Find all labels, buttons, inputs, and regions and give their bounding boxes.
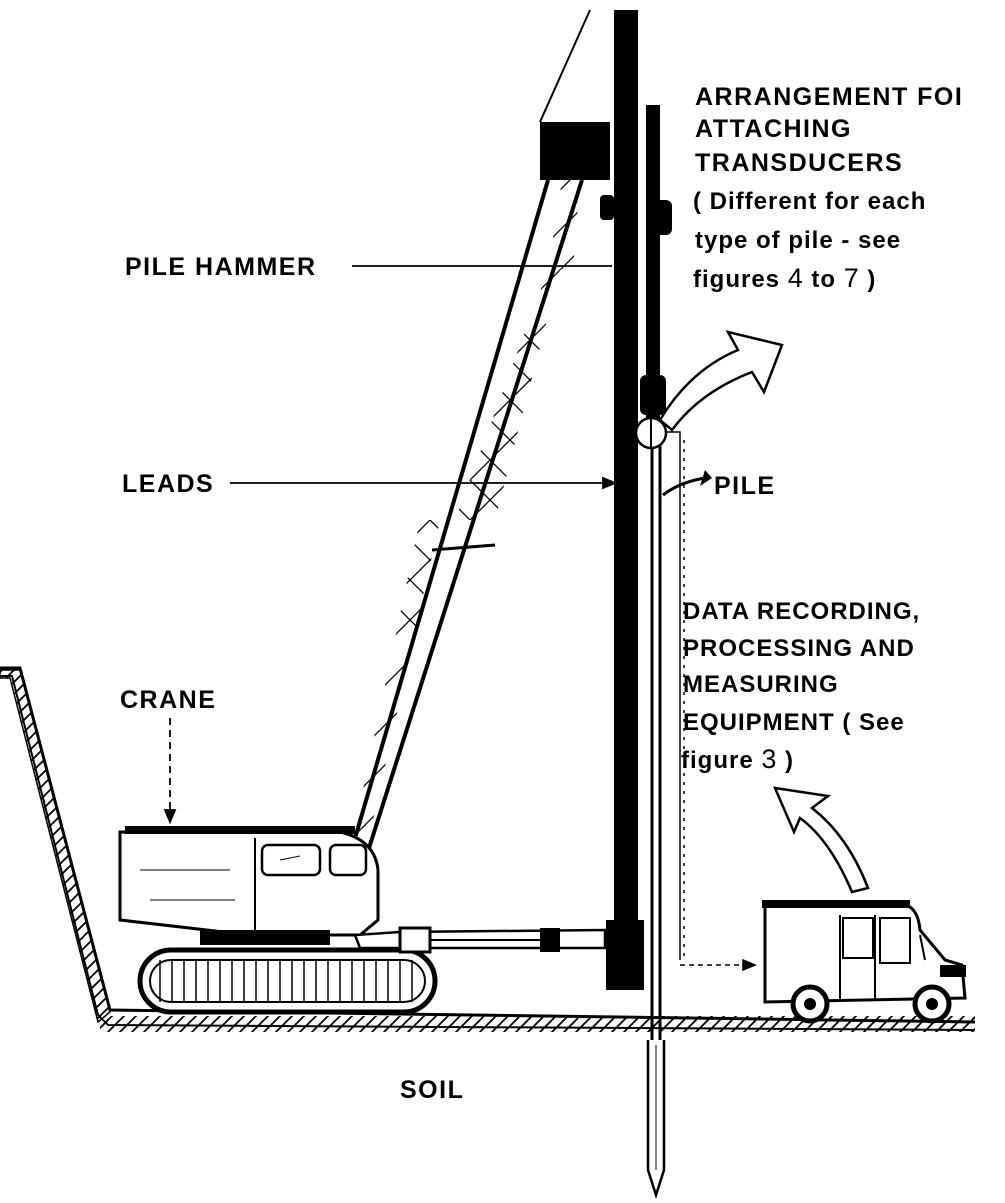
equipment-line-2: PROCESSING AND bbox=[683, 635, 915, 662]
crane-label: CRANE bbox=[120, 686, 217, 714]
arrangement-figure-to: 7 bbox=[843, 263, 860, 293]
equipment-figure-number: 3 bbox=[761, 744, 778, 774]
equipment-line-1: DATA RECORDING, bbox=[683, 598, 921, 625]
arrangement-figure-from: 4 bbox=[787, 263, 804, 293]
leads-mast bbox=[600, 10, 672, 990]
ground bbox=[0, 666, 976, 1032]
arrangement-line-1: ARRANGEMENT FOI bbox=[695, 83, 964, 111]
pile-hammer-label: PILE HAMMER bbox=[125, 253, 317, 281]
arrangement-line-4: ( Different for each bbox=[693, 188, 927, 215]
hammer-head bbox=[540, 122, 610, 180]
crane bbox=[118, 826, 607, 1015]
arrangement-line-6: figures 4 to 7 ) bbox=[693, 265, 876, 292]
equipment-line-4: EQUIPMENT ( See bbox=[683, 709, 905, 736]
leader-lines bbox=[163, 265, 618, 825]
soil-label: SOIL bbox=[400, 1076, 465, 1104]
equipment-line-5-a: figure bbox=[681, 747, 762, 774]
arrangement-line-6-c: ) bbox=[859, 266, 877, 293]
arrangement-line-3: TRANSDUCERS bbox=[695, 149, 904, 177]
equipment-line-5: figure 3 ) bbox=[681, 746, 794, 773]
boom-cable bbox=[539, 9, 591, 123]
arrangement-line-6-a: figures bbox=[693, 266, 788, 293]
pile-pointer bbox=[662, 476, 706, 497]
signal-cable bbox=[666, 431, 757, 972]
recording-van bbox=[762, 900, 967, 1024]
pile bbox=[634, 416, 668, 1200]
arrangement-line-5: type of pile - see bbox=[695, 227, 902, 254]
arrangement-line-6-b: to bbox=[803, 266, 844, 293]
lattice-boom bbox=[346, 179, 584, 871]
leads-label: LEADS bbox=[122, 470, 215, 498]
equipment-line-3: MEASURING bbox=[683, 671, 839, 698]
equipment-arrow bbox=[772, 786, 870, 894]
arrangement-line-2: ATTACHING bbox=[695, 115, 852, 143]
arrangement-arrow bbox=[658, 330, 784, 432]
pile-label: PILE bbox=[714, 472, 776, 500]
equipment-line-5-b: ) bbox=[777, 747, 795, 774]
